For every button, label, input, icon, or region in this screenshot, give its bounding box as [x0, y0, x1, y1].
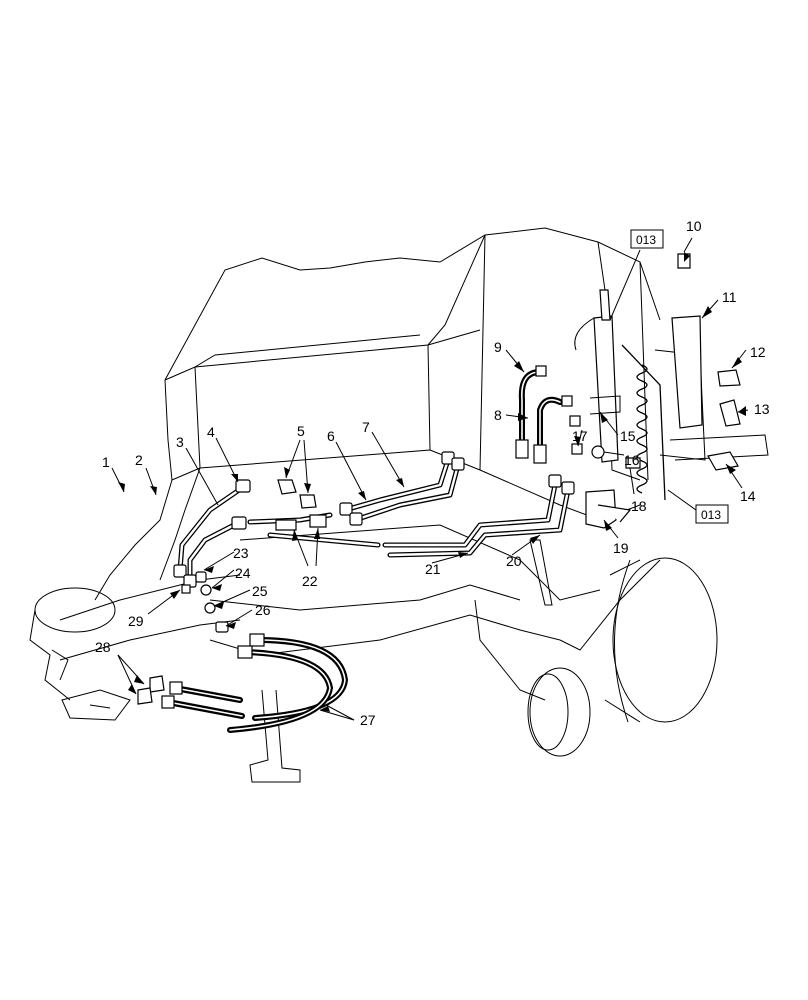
reference-label-top: 013	[636, 233, 656, 247]
cylinder-hoses	[515, 365, 573, 464]
tube-fittings	[137, 451, 575, 705]
callout-29: 29	[128, 613, 144, 629]
callout-26: 26	[255, 602, 271, 618]
callout-18: 18	[631, 498, 647, 514]
callout-7: 7	[362, 419, 370, 435]
tailgate-cylinder	[574, 289, 621, 463]
reference-box-bottom[interactable]: 013	[695, 504, 729, 524]
callout-11: 11	[722, 289, 737, 305]
flexible-hoses	[161, 633, 349, 733]
callout-28: 28	[95, 639, 111, 655]
callout-27: 27	[360, 712, 376, 728]
reference-box-top[interactable]: 013	[630, 229, 664, 249]
steel-hydraulic-tubes	[177, 457, 571, 581]
callout-17: 17	[572, 428, 588, 444]
callout-9: 9	[494, 339, 502, 355]
callout-20: 20	[506, 553, 522, 569]
callout-3: 3	[176, 434, 184, 450]
callout-19: 19	[613, 540, 629, 556]
callout-22: 22	[302, 573, 318, 589]
callout-24: 24	[235, 565, 251, 581]
callout-2: 2	[135, 452, 143, 468]
callout-14: 14	[740, 488, 756, 504]
callout-12: 12	[750, 344, 766, 360]
callout-23: 23	[233, 545, 249, 561]
callout-10: 10	[686, 218, 702, 234]
callout-4: 4	[207, 424, 215, 440]
assist-spring	[621, 344, 666, 501]
callout-1: 1	[102, 454, 110, 470]
bracket-parts	[569, 253, 741, 529]
callout-25: 25	[252, 583, 268, 599]
callout-21: 21	[425, 561, 441, 577]
callout-labels: 1 2 3 4 5 6 7 8 9 10 11 12 13 14 15 16 1…	[95, 218, 770, 728]
reference-label-bottom: 013	[701, 508, 721, 522]
callout-13: 13	[754, 401, 770, 417]
callout-6: 6	[327, 428, 335, 444]
callout-15: 15	[620, 428, 636, 444]
callout-5: 5	[297, 423, 305, 439]
callout-8: 8	[494, 407, 502, 423]
leader-lines	[111, 237, 749, 721]
leader-arrowheads	[118, 252, 746, 712]
callout-16: 16	[624, 452, 640, 468]
